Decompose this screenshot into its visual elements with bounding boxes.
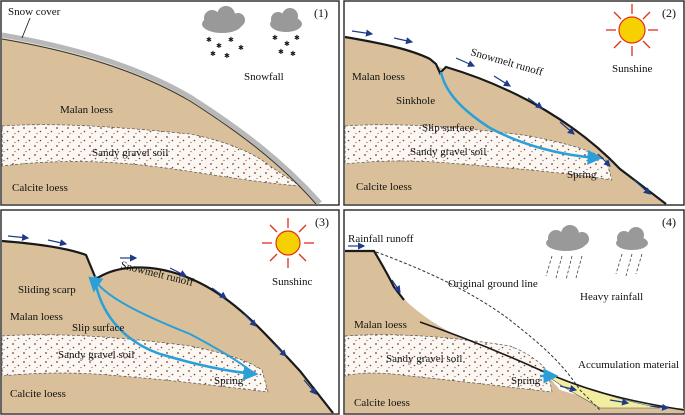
sandy-gravel-layer xyxy=(1,334,269,393)
cloud-icon xyxy=(546,225,589,251)
label-original-ground-line: Original ground line xyxy=(448,278,538,290)
panel-number: (3) xyxy=(315,215,329,229)
cloud-icon xyxy=(270,8,302,32)
label-sliding-scarp: Sliding scarp xyxy=(18,284,76,296)
label-calcite-loess: Calcite loess xyxy=(354,397,410,409)
panel-1: ✱✱✱ ✱✱✱ ✱✱✱ ✱✱ Snow cover (1) Snowfall M… xyxy=(0,0,340,206)
label-accumulation-material: Accumulation material xyxy=(578,359,679,371)
heavy-rainfall-clouds xyxy=(545,225,648,281)
label-rainfall-runoff: Rainfall runoff xyxy=(348,233,414,245)
cloud-icon xyxy=(202,6,245,33)
svg-text:✱: ✱ xyxy=(284,40,290,48)
label-malan-loess: Malan loess xyxy=(60,104,113,116)
svg-text:✱: ✱ xyxy=(294,34,300,42)
weather-label: Snowfall xyxy=(244,71,284,83)
label-sandy-gravel-soil: Sandy gravel soil xyxy=(386,353,462,365)
snowfall-clouds: ✱✱✱ ✱✱✱ ✱✱✱ ✱✱ xyxy=(202,6,302,60)
sun-icon xyxy=(262,218,314,268)
panel-number: (2) xyxy=(662,6,676,20)
panel-number: (4) xyxy=(662,215,676,229)
svg-text:✱: ✱ xyxy=(238,44,244,52)
svg-text:✱: ✱ xyxy=(278,48,284,56)
cloud-icon xyxy=(616,227,648,250)
label-malan-loess: Malan loess xyxy=(352,71,405,83)
sandy-gravel-layer xyxy=(344,334,553,393)
slip-surface-line xyxy=(439,71,603,165)
sun-icon xyxy=(606,4,658,56)
panel-number: (1) xyxy=(314,6,328,20)
svg-text:✱: ✱ xyxy=(228,36,234,44)
weather-label: Sunshine xyxy=(612,63,652,75)
label-malan-loess: Malan loess xyxy=(354,319,407,331)
slip-surface-line xyxy=(93,279,259,381)
panel-3: (3) Sunshinc Snowmelt runoff Sliding sca… xyxy=(0,209,340,415)
label-spring: Spring xyxy=(511,375,541,387)
runoff-arrows xyxy=(348,242,670,411)
snow-cover-layer xyxy=(1,32,322,205)
weather-label: Heavy rainfall xyxy=(580,291,643,303)
label-calcite-loess: Calcite loess xyxy=(356,181,412,193)
label-slip-surface: Slip surface xyxy=(72,322,124,334)
label-sandy-gravel-soil: Sandy gravel soil xyxy=(92,147,168,159)
original-ground-line xyxy=(375,251,601,411)
svg-text:✱: ✱ xyxy=(272,34,278,42)
svg-text:✱: ✱ xyxy=(206,36,212,44)
label-sandy-gravel-soil: Sandy gravel soil xyxy=(410,146,486,158)
svg-text:✱: ✱ xyxy=(210,50,216,58)
label-calcite-loess: Calcite loess xyxy=(12,182,68,194)
panel-2: (2) Sunshine Snowmelt runoff Malan loess… xyxy=(343,0,685,206)
svg-text:✱: ✱ xyxy=(216,42,222,50)
snowflake-icon: ✱✱✱ ✱✱✱ ✱✱✱ ✱✱ xyxy=(206,34,300,60)
weather-label: Sunshinc xyxy=(272,276,312,288)
label-spring: Spring xyxy=(567,169,597,181)
label-snow-cover: Snow cover xyxy=(8,6,61,18)
svg-text:✱: ✱ xyxy=(224,52,230,60)
sandy-gravel-layer xyxy=(344,124,613,181)
slip-surface-line xyxy=(95,281,253,373)
rain-icon xyxy=(545,253,643,281)
label-slip-surface: Slip surface xyxy=(422,122,474,134)
label-sandy-gravel-soil: Sandy gravel soil xyxy=(58,349,134,361)
runoff-arrows xyxy=(351,29,651,195)
label-calcite-loess: Calcite loess xyxy=(10,388,66,400)
label-spring: Spring xyxy=(214,375,244,387)
label-sinkhole: Sinkhole xyxy=(396,95,435,107)
runoff-arrows xyxy=(7,233,317,395)
label-malan-loess: Malan loess xyxy=(10,311,63,323)
svg-text:✱: ✱ xyxy=(290,50,296,58)
panel-4: (4) Rainfall runoff Original ground line… xyxy=(343,209,685,415)
